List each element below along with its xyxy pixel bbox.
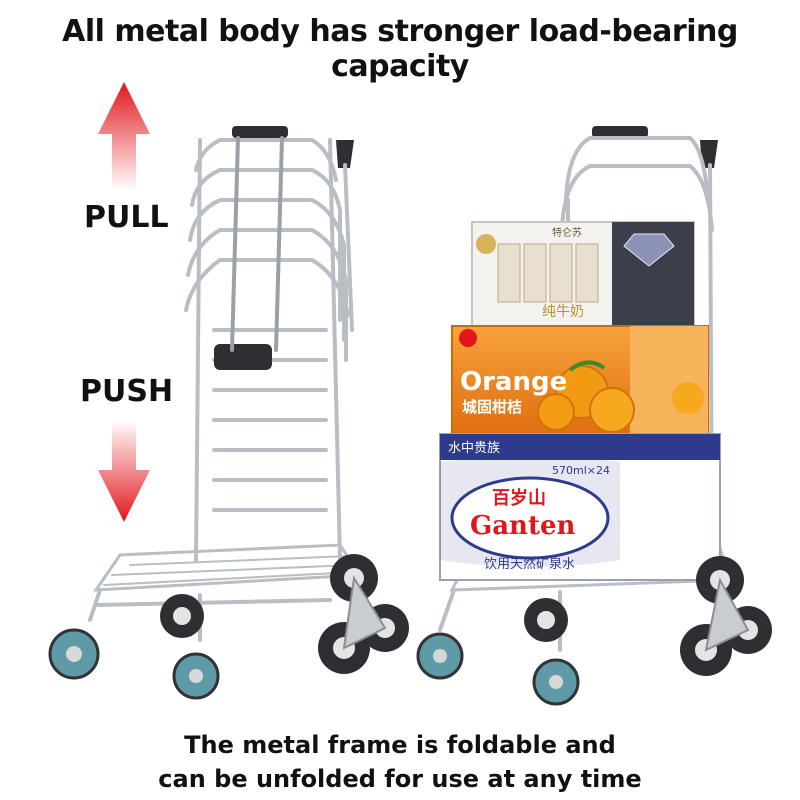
wheel-icon xyxy=(416,556,772,706)
orange-box: Orange 城固柑桔 xyxy=(451,325,709,435)
push-arrow-icon xyxy=(98,420,150,522)
orange-box-subtitle: 城固柑桔 xyxy=(462,398,522,416)
water-box-top-label: 水中贵族 xyxy=(448,440,500,456)
water-box-spec: 570ml×24 xyxy=(552,464,610,477)
water-box-tagline: 饮用天然矿泉水 xyxy=(484,556,575,572)
milk-box: 特仑苏 纯牛奶 xyxy=(471,221,695,327)
folded-trolley xyxy=(88,126,363,642)
pull-arrow-icon xyxy=(98,82,150,190)
pull-label: PULL xyxy=(84,200,169,235)
milk-box-product: 纯牛奶 xyxy=(542,304,584,320)
headline: All metal body has stronger load-bearing… xyxy=(62,14,738,84)
wheel-icon xyxy=(48,554,409,700)
caption: The metal frame is foldable and can be u… xyxy=(0,728,800,796)
caption-line-2: can be unfolded for use at any time xyxy=(158,765,642,793)
milk-box-brand: 特仑苏 xyxy=(552,226,582,239)
push-label: PUSH xyxy=(80,374,174,409)
caption-line-1: The metal frame is foldable and xyxy=(184,731,616,759)
orange-box-title: Orange xyxy=(460,367,567,397)
water-box: 水中贵族 570ml×24 百岁山 Ganten 饮用天然矿泉水 xyxy=(439,433,721,581)
water-box-brand-en: Ganten xyxy=(470,511,576,541)
water-box-brand-cn: 百岁山 xyxy=(492,487,546,509)
